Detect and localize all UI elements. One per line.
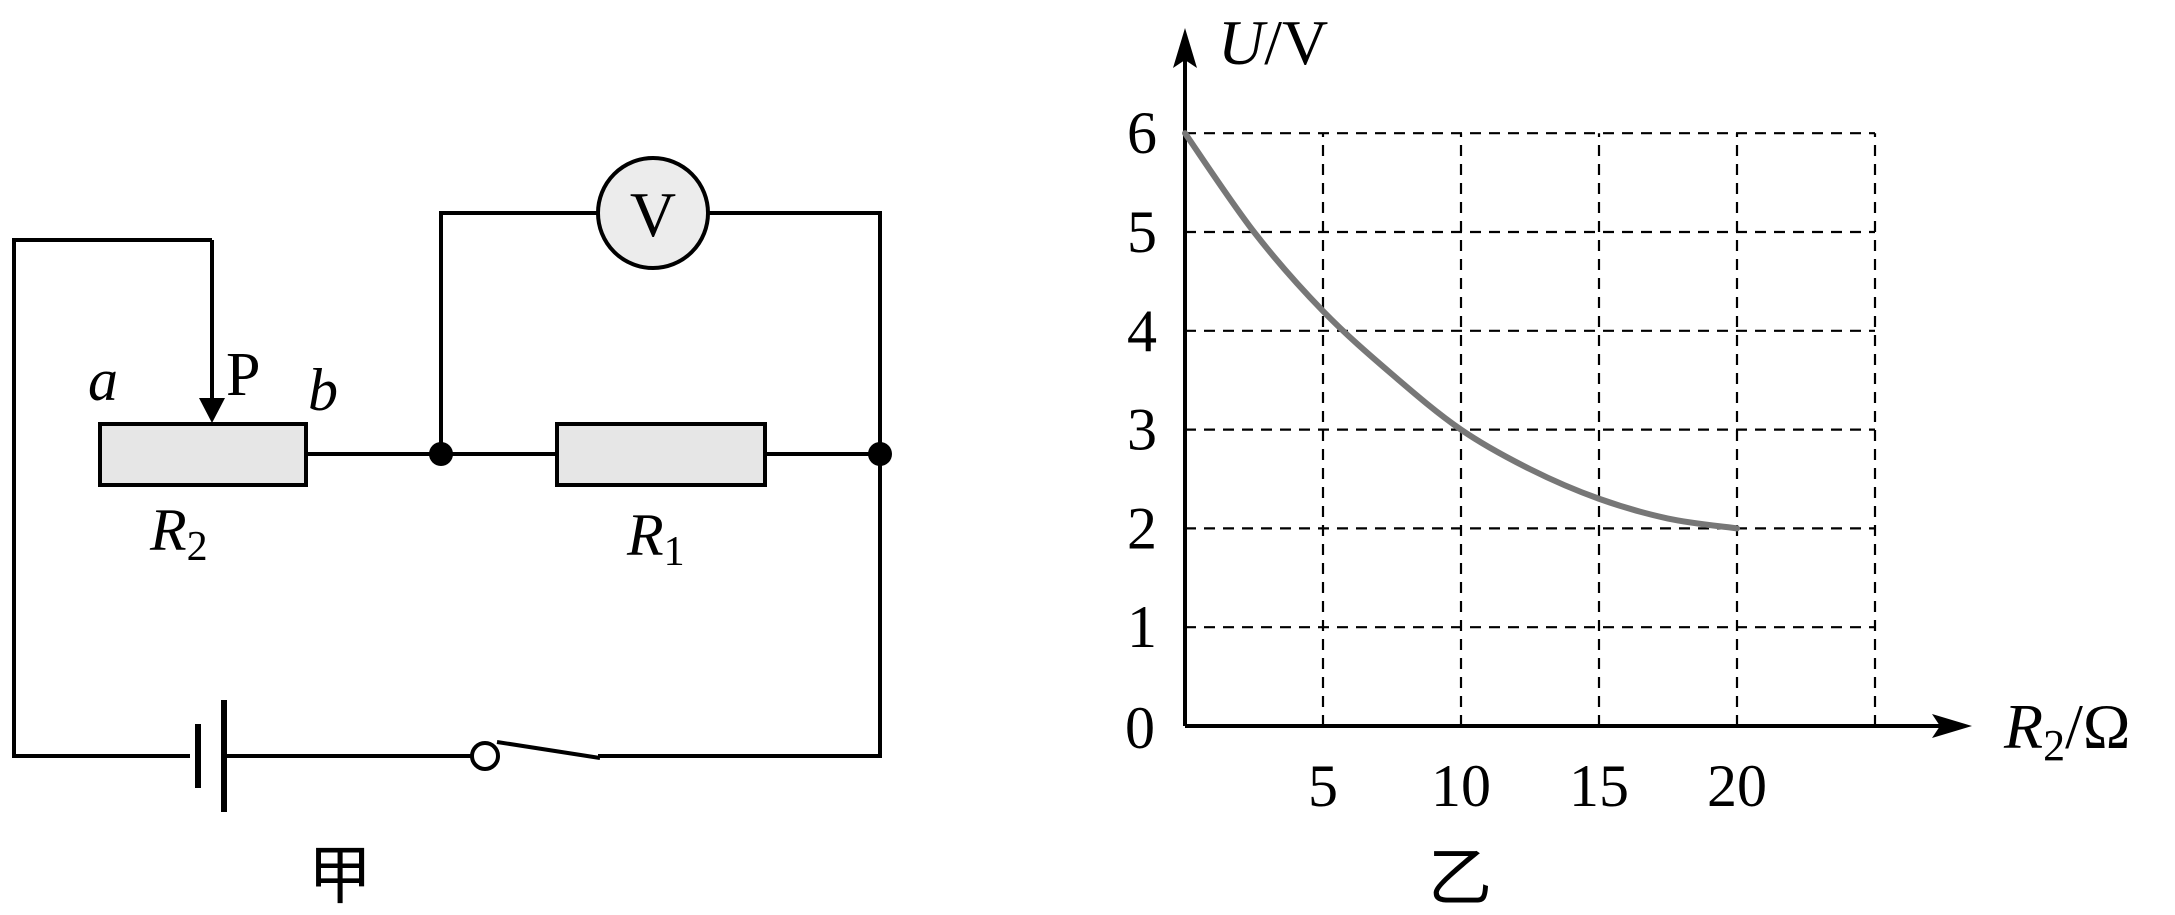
switch-pivot: [470, 741, 500, 771]
rheostat-r2: [98, 422, 308, 487]
circuit-caption: 甲: [308, 841, 372, 912]
x-axis-sub: 2: [2043, 721, 2065, 770]
r1-subscript: 1: [664, 529, 685, 575]
y-tick-label: 1: [1127, 594, 1157, 660]
r2-label: R2: [149, 497, 208, 570]
y-axis-var: U: [1218, 7, 1268, 78]
y-axis-unit: /V: [1264, 7, 1328, 78]
x-axis-arrowhead: [1932, 714, 1972, 738]
resistor-r1: [555, 422, 767, 487]
y-tick-label: 4: [1127, 298, 1157, 364]
x-axis-var: R: [2003, 691, 2043, 762]
x-axis-unit: /Ω: [2065, 691, 2130, 762]
voltmeter-label: V: [630, 179, 676, 250]
curve-u-vs-r2: [1182, 130, 1740, 532]
x-tick-label: 20: [1707, 753, 1767, 819]
r1-letter: R: [626, 502, 664, 568]
r2-letter: R: [149, 497, 187, 563]
junction-dot-right: [868, 442, 892, 466]
voltmeter-circle: [596, 156, 710, 270]
y-tick-label: 6: [1127, 100, 1157, 166]
graph-caption: 乙: [1428, 843, 1492, 914]
end-label-b: b: [308, 357, 338, 423]
circuit-diagram: P a b R2 R1 V 甲: [12, 156, 892, 912]
junction-dot-left: [429, 442, 453, 466]
switch: [470, 740, 601, 771]
end-label-a: a: [88, 347, 118, 413]
switch-blade: [496, 740, 601, 760]
wire-voltmeter-branch: [439, 211, 598, 454]
grid-lines: [1185, 132, 1877, 726]
x-tick-labels: 5 10 15 20: [1308, 753, 1767, 819]
x-tick-label: 10: [1431, 753, 1491, 819]
wire-voltmeter-right: [708, 211, 882, 454]
y-axis-title: U/V: [1218, 7, 1328, 78]
battery: [195, 700, 227, 812]
y-tick-labels: 1 2 3 4 5 6: [1127, 100, 1157, 660]
slider-p: [199, 240, 225, 423]
y-tick-label: 3: [1127, 397, 1157, 463]
y-tick-label: 2: [1127, 495, 1157, 561]
origin-label: 0: [1125, 695, 1155, 761]
slider-label: P: [226, 341, 260, 409]
y-tick-label: 5: [1127, 199, 1157, 265]
x-tick-label: 5: [1308, 753, 1338, 819]
r2-subscript: 2: [187, 524, 208, 570]
voltmeter: V: [596, 156, 710, 270]
wire-switch-to-right: [598, 454, 882, 758]
r1-label: R1: [626, 502, 685, 575]
x-axis-title: R2/Ω: [2003, 691, 2130, 770]
slider-arrowhead: [199, 398, 225, 423]
x-tick-label: 15: [1569, 753, 1629, 819]
y-axis-arrowhead: [1173, 28, 1197, 68]
wire-left-loop: [12, 238, 212, 758]
